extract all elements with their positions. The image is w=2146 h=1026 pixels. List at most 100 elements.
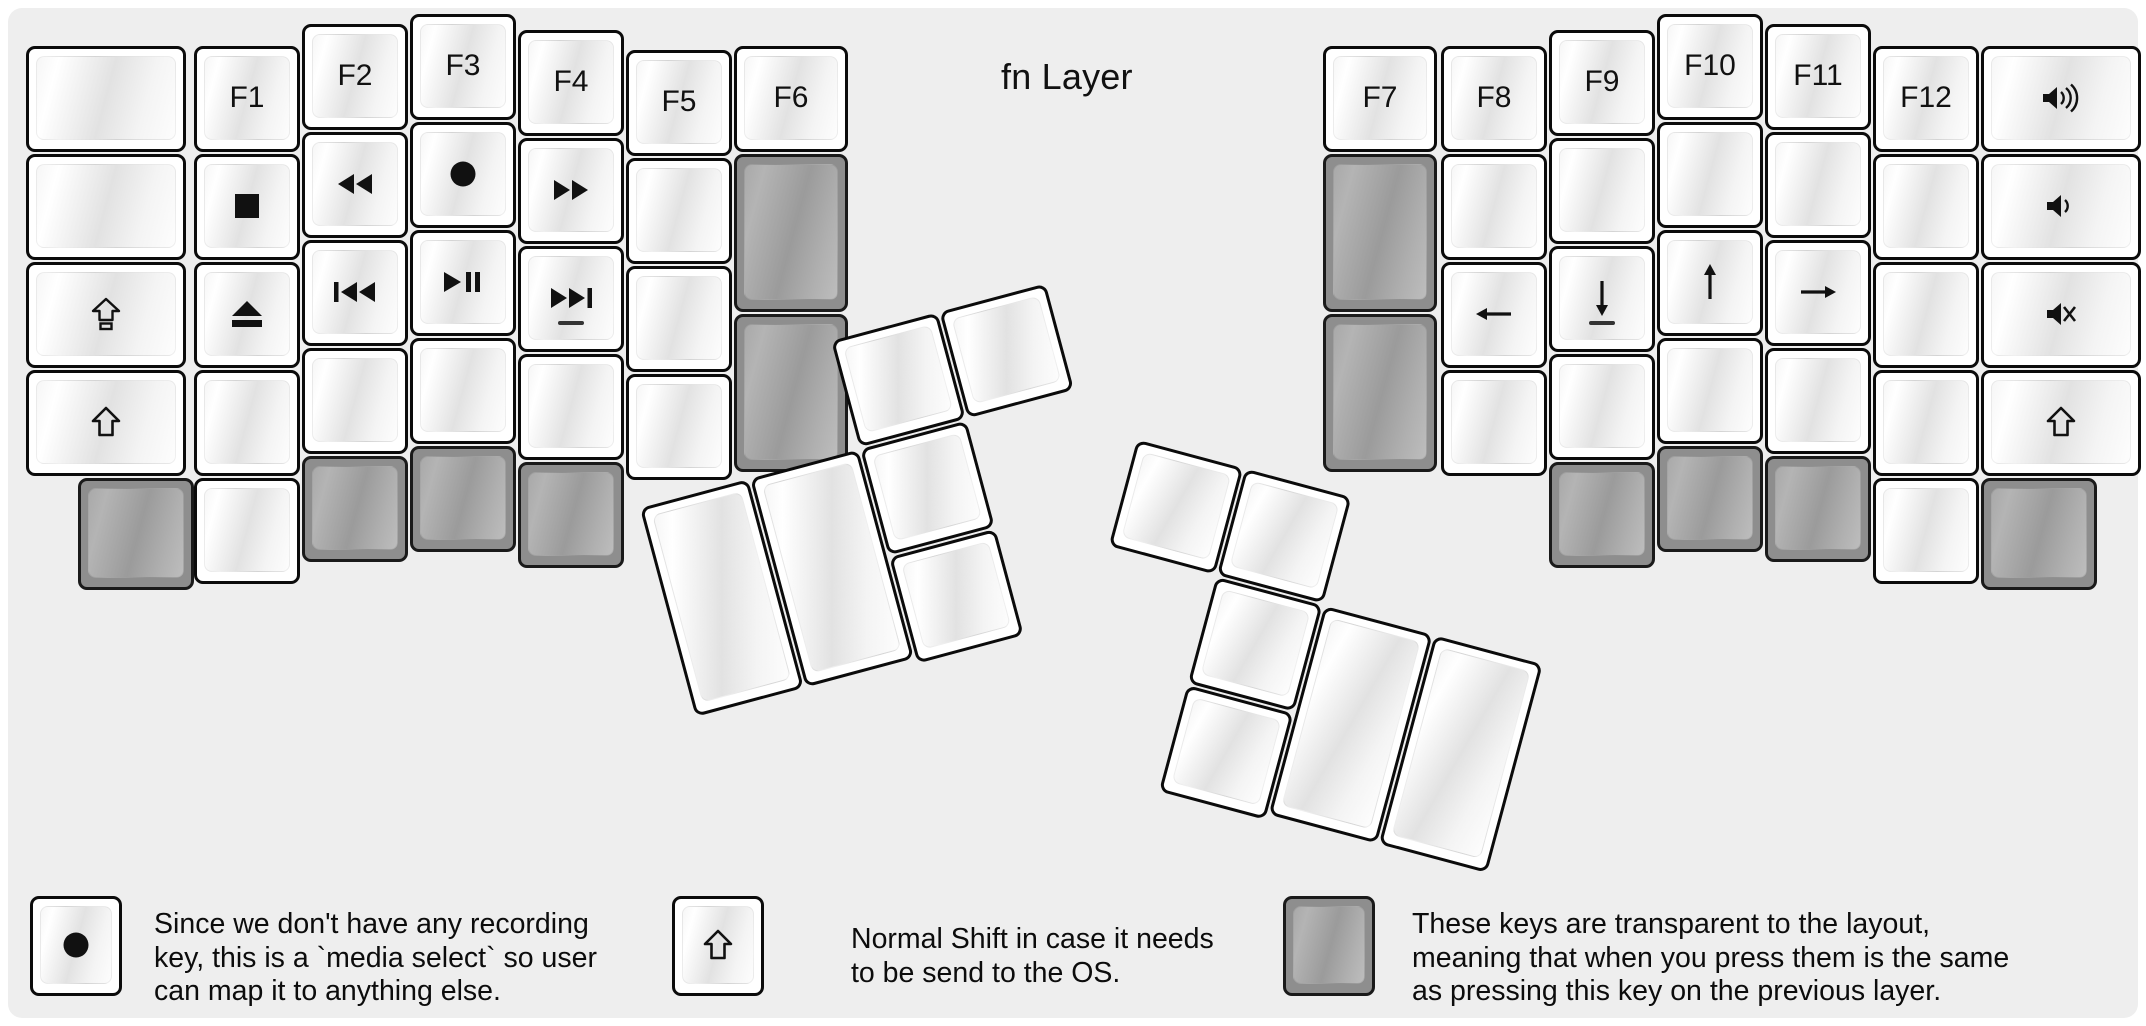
- key-volume-up[interactable]: [1981, 46, 2141, 152]
- key-label: F9: [1584, 65, 1620, 98]
- key-arrow-up[interactable]: [1657, 230, 1763, 336]
- keycap-surface: [420, 456, 506, 540]
- key-blank-l4c2[interactable]: [194, 370, 300, 476]
- key-blank-r4c6[interactable]: [1873, 370, 1979, 476]
- keycap-surface: [1775, 250, 1861, 334]
- key-arrow-left[interactable]: [1441, 262, 1547, 368]
- keycap-surface: [1883, 164, 1969, 248]
- key-f5[interactable]: F5: [626, 50, 732, 156]
- key-f3[interactable]: F3: [410, 14, 516, 120]
- key-blank-r3c6[interactable]: [1873, 262, 1979, 368]
- key-f9[interactable]: F9: [1549, 30, 1655, 136]
- key-media-rewind[interactable]: [302, 132, 408, 238]
- key-blank-l3c6[interactable]: [626, 266, 732, 372]
- key-trans-l2c7[interactable]: [734, 154, 848, 312]
- key-volume-down[interactable]: [1981, 154, 2141, 260]
- keycap-surface: [1883, 488, 1969, 572]
- key-label: F11: [1793, 59, 1843, 92]
- keycap-surface: [1121, 451, 1232, 561]
- keycap-surface: [1451, 272, 1537, 356]
- key-f10[interactable]: F10: [1657, 14, 1763, 120]
- key-blank-l4c3[interactable]: [302, 348, 408, 454]
- key-blank-r2c2[interactable]: [1441, 154, 1547, 260]
- key-blank-l4c5[interactable]: [518, 354, 624, 460]
- keycap-surface: F8: [1451, 56, 1537, 140]
- keycap-surface: [843, 324, 954, 434]
- key-shift-right[interactable]: [1981, 370, 2141, 476]
- key-trans-r5c5[interactable]: [1765, 456, 1871, 562]
- shift-up-icon: [91, 406, 121, 438]
- key-blank-r4c2[interactable]: [1441, 370, 1547, 476]
- keycap-surface: [1775, 358, 1861, 442]
- shift-up-icon: [703, 929, 733, 961]
- key-f6[interactable]: F6: [734, 46, 848, 152]
- key-blank-r2c5[interactable]: [1765, 132, 1871, 238]
- key-label: F6: [773, 81, 809, 114]
- key-trans-r5c3[interactable]: [1549, 462, 1655, 568]
- key-blank-l5c2[interactable]: [194, 478, 300, 584]
- key-trans-r5c4[interactable]: [1657, 446, 1763, 552]
- key-blank-r5c6[interactable]: [1873, 478, 1979, 584]
- keycap-surface: F4: [528, 40, 614, 124]
- key-f12[interactable]: F12: [1873, 46, 1979, 152]
- legend-key-record-note[interactable]: [30, 896, 122, 996]
- key-label: F8: [1476, 81, 1512, 114]
- keycap-surface: F5: [636, 60, 722, 144]
- key-trans-r2c1[interactable]: [1323, 154, 1437, 312]
- key-f1[interactable]: F1: [194, 46, 300, 152]
- key-blank-l2c1[interactable]: [26, 154, 186, 260]
- key-volume-mute[interactable]: [1981, 262, 2141, 368]
- key-trans-r3c1[interactable]: [1323, 314, 1437, 472]
- key-trans-l5c5[interactable]: [518, 462, 624, 568]
- key-blank-r4c3[interactable]: [1549, 354, 1655, 460]
- keycap-surface: [1667, 240, 1753, 324]
- key-label: F4: [553, 65, 589, 98]
- key-f7[interactable]: F7: [1323, 46, 1437, 152]
- keycap-surface: [312, 358, 398, 442]
- keycap-surface: [901, 541, 1012, 650]
- key-trans-l5c3[interactable]: [302, 456, 408, 562]
- key-blank-r2c6[interactable]: [1873, 154, 1979, 260]
- key-media-play-pause[interactable]: [410, 230, 516, 336]
- key-blank-l4c6[interactable]: [626, 374, 732, 480]
- key-f11[interactable]: F11: [1765, 24, 1871, 130]
- key-caps-lock-l3c1[interactable]: [26, 262, 186, 368]
- keycap-surface: [744, 164, 838, 300]
- legend-key-transparent-note[interactable]: [1283, 896, 1375, 996]
- key-blank-r4c4[interactable]: [1657, 338, 1763, 444]
- key-media-record[interactable]: [410, 122, 516, 228]
- keycap-surface: [682, 906, 754, 984]
- key-f4[interactable]: F4: [518, 30, 624, 136]
- key-trans-l5c1[interactable]: [78, 478, 194, 590]
- keycap-surface: [1229, 480, 1340, 590]
- key-arrow-right[interactable]: [1765, 240, 1871, 346]
- key-label: F3: [445, 49, 481, 82]
- key-media-prev[interactable]: [302, 240, 408, 346]
- key-blank-l4c4[interactable]: [410, 338, 516, 444]
- key-trans-l5c4[interactable]: [410, 446, 516, 552]
- keycap-surface: [1991, 488, 2087, 578]
- key-blank-r2c3[interactable]: [1549, 138, 1655, 244]
- arrow-up-icon: [1697, 262, 1723, 302]
- key-arrow-down[interactable]: [1549, 246, 1655, 352]
- eject-icon: [230, 299, 264, 329]
- keycap-surface: [36, 272, 176, 356]
- key-blank-l1c1[interactable]: [26, 46, 186, 152]
- key-media-next[interactable]: [518, 246, 624, 352]
- keycap-surface: [1775, 142, 1861, 226]
- key-trans-r6c7[interactable]: [1981, 478, 2097, 590]
- key-media-stop[interactable]: [194, 154, 300, 260]
- key-shift-l4c1[interactable]: [26, 370, 186, 476]
- key-f2[interactable]: F2: [302, 24, 408, 130]
- legend-key-shift-note[interactable]: [672, 896, 764, 996]
- key-f8[interactable]: F8: [1441, 46, 1547, 152]
- key-blank-r2c4[interactable]: [1657, 122, 1763, 228]
- key-blank-l2c6[interactable]: [626, 158, 732, 264]
- keycap-surface: F9: [1559, 40, 1645, 124]
- key-trans-l3c7[interactable]: [734, 314, 848, 472]
- key-media-fastforward[interactable]: [518, 138, 624, 244]
- key-label: F10: [1684, 49, 1736, 82]
- key-blank-r4c5[interactable]: [1765, 348, 1871, 454]
- key-media-eject[interactable]: [194, 262, 300, 368]
